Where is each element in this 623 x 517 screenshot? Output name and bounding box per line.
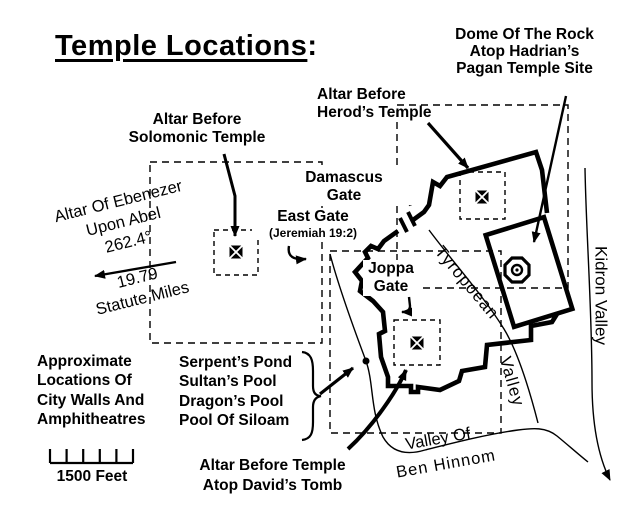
solomonic-altar-leader (222, 153, 240, 237)
city-wall (351, 149, 559, 395)
dashed-region-old-city-walls (329, 250, 502, 434)
label-pools-list: Serpent’s Pond Sultan’s Pool Dragon’s Po… (179, 353, 292, 431)
label-damascus-gate: Damascus Gate (270, 169, 418, 205)
scale-bar (48, 449, 135, 465)
altar-box-davids-tomb (393, 319, 441, 366)
ebenezer-bearing-arrow (94, 260, 177, 279)
crossed-box-icon-davids-tomb (409, 335, 425, 351)
hinnom-valley-line (329, 253, 589, 463)
page-title-colon: : (307, 30, 318, 62)
altar-box-herod (459, 171, 506, 220)
pools-location-dot (362, 357, 370, 365)
dashed-region-west-city-walls (149, 161, 323, 344)
label-east-gate: East Gate (Jeremiah 19:2) (252, 208, 374, 240)
label-legend-city-walls: Approximate Locations Of City Walls And … (37, 353, 146, 429)
scale-bar-label: 1500 Feet (56, 468, 128, 485)
page-title-text: Temple Locations (55, 30, 308, 62)
kidron-valley-line (584, 167, 611, 481)
herod-altar-leader (426, 121, 470, 170)
pools-arrow (319, 366, 354, 396)
pools-brace (301, 350, 322, 442)
pool-item: Sultan’s Pool (179, 373, 277, 391)
east-gate-scripture-ref: (Jeremiah 19:2) (268, 226, 358, 240)
crossed-box-icon-herod (474, 189, 490, 205)
label-altar-solomonic-temple: Altar Before Solomonic Temple (128, 111, 266, 146)
temple-platform (482, 214, 576, 330)
pool-item: Dragon’s Pool (179, 392, 284, 410)
joppa-gate-arrow (401, 296, 413, 317)
pool-item: Pool Of Siloam (179, 412, 290, 430)
label-kidron-valley: Kidron Valley (591, 246, 611, 345)
label-dome-of-the-rock: Dome Of The Rock Atop Hadrian’s Pagan Te… (455, 26, 594, 77)
pool-item: Serpent’s Pond (179, 354, 293, 371)
circled-dot-icon-dome (503, 256, 531, 284)
davids-tomb-leader (346, 369, 408, 451)
label-altar-herods-temple: Altar Before Herod’s Temple (317, 86, 432, 121)
damascus-gate-ticks (398, 211, 417, 233)
dome-of-rock-leader (531, 95, 568, 243)
page-title: Temple Locations: (55, 30, 318, 62)
crossed-box-icon-solomonic (228, 244, 244, 260)
east-gate-arrow (287, 245, 307, 265)
tyropoean-valley-line (428, 229, 539, 424)
label-joppa-gate: Joppa Gate (363, 260, 419, 296)
label-altar-davids-tomb: Altar Before Temple Atop David’s Tomb (199, 457, 346, 494)
